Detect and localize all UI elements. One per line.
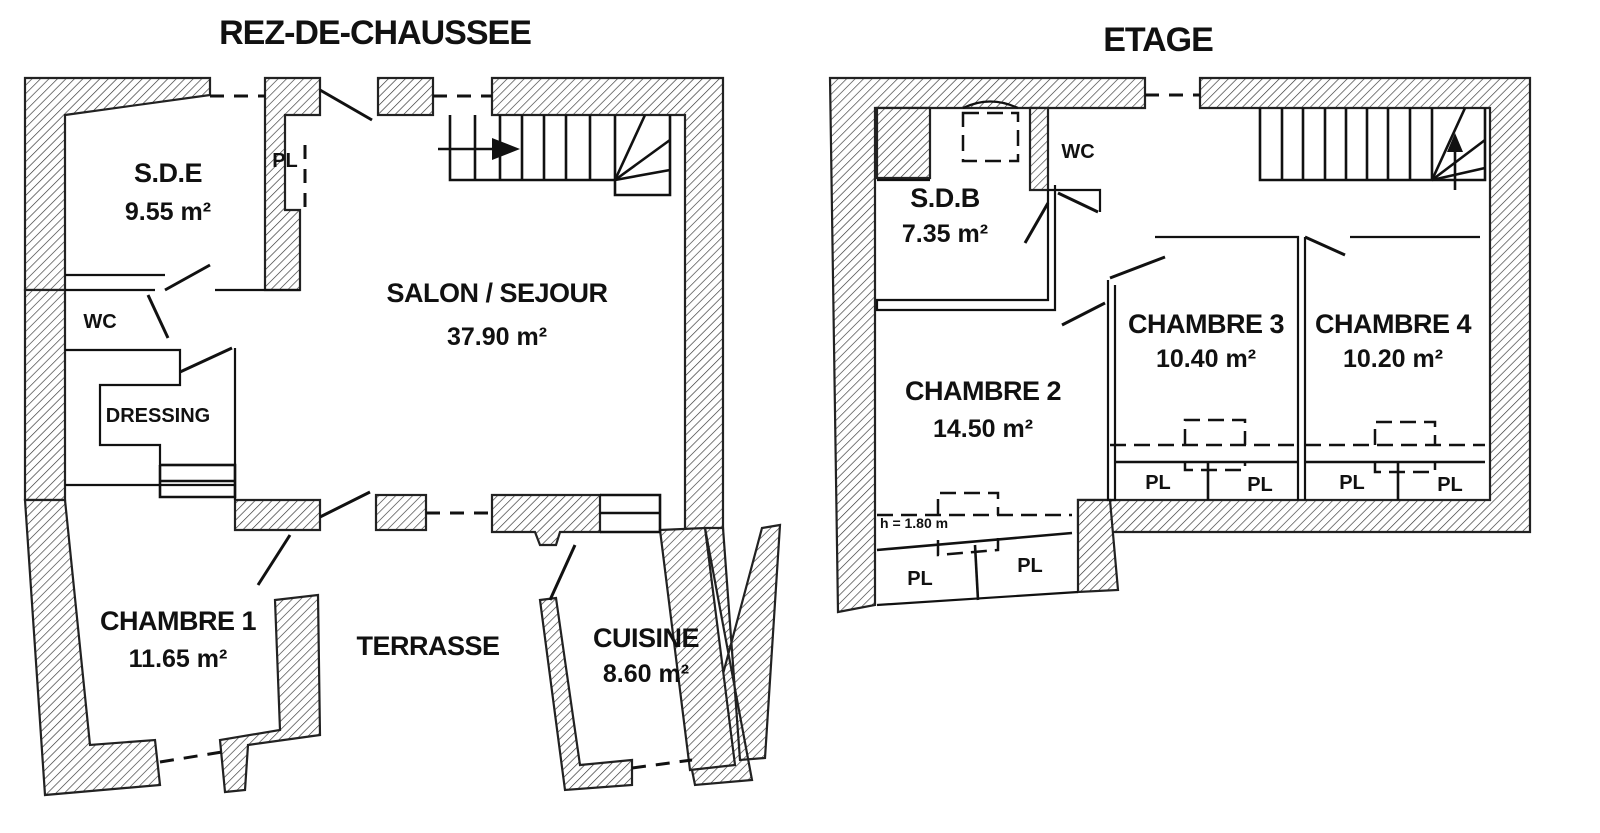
- wall: [23, 288, 67, 502]
- room-area-chambre2: 14.50 m²: [933, 415, 1033, 443]
- beam-dash: [1183, 418, 1247, 445]
- wall: [23, 498, 162, 797]
- wall: [828, 76, 1147, 614]
- room-area-cuisine: 8.60 m²: [603, 660, 689, 688]
- wall: [1076, 498, 1120, 594]
- door-swing: [1304, 235, 1346, 257]
- wall: [376, 76, 435, 117]
- wall: [263, 76, 322, 292]
- wall: [490, 493, 602, 547]
- closet-label-pl: PL: [1339, 472, 1365, 494]
- beam-dash: [1183, 462, 1247, 472]
- partition: [1106, 280, 1117, 502]
- wall: [538, 596, 634, 792]
- ground-floor-title: REZ-DE-CHAUSSEE: [219, 14, 531, 52]
- upper-floor-plan: ETAGE WC S.D.B 7.35 m² CHAMBRE 2 14.50 m…: [828, 21, 1532, 614]
- room-area-sde: 9.55 m²: [125, 198, 211, 226]
- room-label-sdb: S.D.B: [910, 183, 980, 213]
- wall: [1028, 106, 1050, 192]
- ground-floor-plan: REZ-DE-CHAUSSEE S.D.E 9.55 m² PL SALON /…: [23, 14, 782, 797]
- door-swing: [164, 263, 211, 292]
- shelves: [158, 463, 237, 499]
- wall: [658, 526, 737, 772]
- door-swing: [1057, 191, 1099, 214]
- room-label-terrasse: TERRASSE: [356, 631, 499, 661]
- partition: [1048, 188, 1102, 212]
- room-area-chambre4: 10.20 m²: [1343, 345, 1443, 373]
- beam-dash: [1373, 420, 1437, 445]
- door-swing: [179, 346, 233, 374]
- stair-arrow-icon: [492, 138, 520, 160]
- room-label-chambre1: CHAMBRE 1: [100, 606, 256, 636]
- room-area-chambre1: 11.65 m²: [129, 645, 228, 673]
- wall: [218, 593, 322, 794]
- door-swing: [1061, 301, 1106, 327]
- room-label-wc-upper: WC: [1061, 141, 1094, 163]
- beam-dash: [1373, 462, 1437, 474]
- door-swing: [146, 294, 170, 339]
- upper-floor-title: ETAGE: [1103, 21, 1213, 59]
- closet-line: [876, 590, 1079, 607]
- stair-arrow-icon: [1447, 133, 1463, 152]
- room-label-wc: WC: [83, 311, 116, 333]
- arc: [962, 100, 1019, 109]
- closet-label-pl: PL: [1247, 474, 1273, 496]
- height-note: h = 1.80 m: [880, 515, 948, 531]
- door-swing: [548, 544, 577, 601]
- door-swing: [1109, 255, 1166, 280]
- door-swing: [319, 88, 373, 122]
- room-label-cuisine: CUISINE: [593, 623, 699, 653]
- partition: [875, 185, 1057, 312]
- staircase: [438, 114, 672, 197]
- window-opening: [159, 750, 223, 764]
- closet-label-pl: PL: [1017, 555, 1043, 577]
- door-swing: [319, 490, 371, 519]
- door-swing: [256, 534, 292, 586]
- wall: [875, 106, 932, 180]
- beam-dash: [936, 538, 1000, 557]
- room-label-pl: PL: [272, 150, 298, 172]
- door-swing: [1023, 202, 1050, 244]
- wall: [374, 493, 428, 532]
- room-label-dressing: DRESSING: [106, 405, 210, 427]
- closet-label-pl: PL: [907, 568, 933, 590]
- staircase: [1258, 107, 1487, 190]
- room-label-chambre4: CHAMBRE 4: [1315, 309, 1471, 339]
- room-area-chambre3: 10.40 m²: [1156, 345, 1256, 373]
- closet-label-pl: PL: [1145, 472, 1171, 494]
- closet-line: [876, 531, 1073, 552]
- closet-label-pl: PL: [1437, 474, 1463, 496]
- room-label-salon: SALON / SEJOUR: [386, 278, 607, 308]
- room-label-sde: S.D.E: [134, 158, 202, 188]
- wall: [233, 498, 322, 532]
- window-opening: [631, 758, 693, 770]
- room-label-chambre3: CHAMBRE 3: [1128, 309, 1284, 339]
- room-label-chambre2: CHAMBRE 2: [905, 376, 1061, 406]
- partition: [1155, 235, 1300, 500]
- shower-outline: [961, 111, 1020, 163]
- closet-line: [973, 544, 980, 601]
- room-area-sdb: 7.35 m²: [902, 220, 988, 248]
- beam-dash: [936, 491, 1000, 515]
- room-area-salon: 37.90 m²: [447, 323, 547, 351]
- partition: [65, 348, 235, 467]
